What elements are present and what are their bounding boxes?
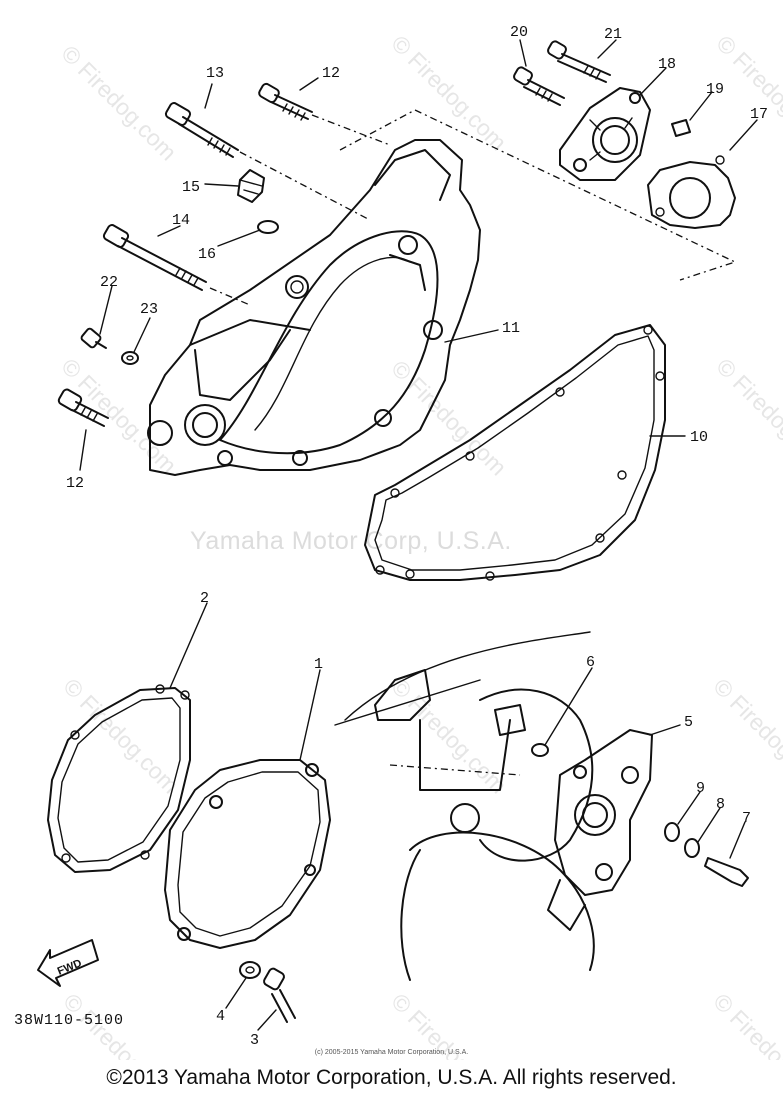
footer-copyright: ©2013 Yamaha Motor Corporation, U.S.A. A… bbox=[106, 1066, 677, 1089]
firedog-watermark: © Firedog.com bbox=[386, 355, 511, 480]
callout-12-top: 12 bbox=[322, 65, 340, 82]
bolt-part-22 bbox=[80, 327, 107, 349]
firedog-watermark: © Firedog.com bbox=[708, 673, 783, 798]
callout-1: 1 bbox=[314, 656, 323, 673]
callout-16: 16 bbox=[198, 246, 216, 263]
callout-8: 8 bbox=[716, 796, 725, 813]
callout-7: 7 bbox=[742, 810, 751, 827]
firedog-watermark: © Firedog.com bbox=[386, 30, 511, 155]
callout-18: 18 bbox=[658, 56, 676, 73]
pump-housing-part-18 bbox=[559, 87, 651, 181]
bolt-part-7 bbox=[704, 857, 749, 887]
fwd-arrow-icon: FWD bbox=[37, 939, 99, 987]
dowel-pin-part-19 bbox=[671, 119, 691, 137]
callout-5: 5 bbox=[684, 714, 693, 731]
o-ring-part-16 bbox=[257, 220, 279, 234]
callout-3: 3 bbox=[250, 1032, 259, 1049]
assembly-guideline bbox=[239, 151, 371, 221]
firedog-watermark: © Firedog.com bbox=[56, 40, 181, 165]
callout-10: 10 bbox=[690, 429, 708, 446]
callouts: 1 2 3 4 5 7 8 9 6 10 11 12 12 13 14 15 1… bbox=[66, 24, 768, 1049]
callout-13: 13 bbox=[206, 65, 224, 82]
cover-part-1 bbox=[164, 759, 331, 949]
callout-22: 22 bbox=[100, 274, 118, 291]
callout-19: 19 bbox=[706, 81, 724, 98]
bolt-part-12-left bbox=[57, 388, 109, 427]
water-pump-part-5 bbox=[547, 729, 653, 931]
callout-17: 17 bbox=[750, 106, 768, 123]
firedog-watermark: © Firedog.com bbox=[711, 353, 783, 478]
callout-23: 23 bbox=[140, 301, 158, 318]
bolt-part-21 bbox=[547, 40, 611, 83]
assembly-guideline bbox=[311, 114, 391, 146]
gasket-part-2 bbox=[47, 684, 191, 873]
part-code: 38W110-5100 bbox=[14, 1012, 125, 1029]
washer-part-8 bbox=[684, 838, 700, 858]
firedog-watermark: © Firedog.com bbox=[56, 353, 181, 478]
center-watermark: Yamaha Motor Corp, U.S.A. bbox=[190, 527, 512, 555]
bolt-part-3 bbox=[263, 967, 296, 1023]
bolt-part-14 bbox=[102, 224, 207, 291]
firedog-watermark: © Firedog.com bbox=[386, 673, 511, 798]
callout-4: 4 bbox=[216, 1008, 225, 1025]
washer-part-23 bbox=[121, 351, 139, 365]
callout-20: 20 bbox=[510, 24, 528, 41]
callout-14: 14 bbox=[172, 212, 190, 229]
bolt-part-12-top bbox=[258, 82, 313, 121]
washer-part-4 bbox=[239, 961, 261, 979]
oil-filler-cap-part-15 bbox=[237, 169, 265, 203]
washer-part-9 bbox=[664, 822, 680, 842]
parts-diagram: © Firedog.com © Firedog.com © Firedog.co… bbox=[37, 24, 783, 1060]
engine-outline bbox=[334, 631, 595, 981]
small-copyright: (c) 2005-2015 Yamaha Motor Corporation, … bbox=[314, 1049, 469, 1056]
callout-6: 6 bbox=[586, 654, 595, 671]
leader-lines bbox=[79, 39, 758, 1031]
callout-2: 2 bbox=[200, 590, 209, 607]
washer-part-6 bbox=[531, 743, 549, 757]
callout-15: 15 bbox=[182, 179, 200, 196]
gasket-part-10 bbox=[364, 324, 666, 581]
crankcase-cover-part-11 bbox=[147, 139, 481, 476]
callout-12-left: 12 bbox=[66, 475, 84, 492]
callout-9: 9 bbox=[696, 780, 705, 797]
bolt-part-13 bbox=[164, 102, 239, 158]
assembly-guideline bbox=[209, 287, 251, 306]
bolt-part-20 bbox=[513, 66, 565, 106]
callout-11: 11 bbox=[502, 320, 520, 337]
firedog-watermark: © Firedog.com bbox=[58, 673, 183, 798]
gasket-part-17 bbox=[647, 155, 736, 229]
callout-21: 21 bbox=[604, 26, 622, 43]
fwd-label: FWD bbox=[56, 957, 84, 978]
